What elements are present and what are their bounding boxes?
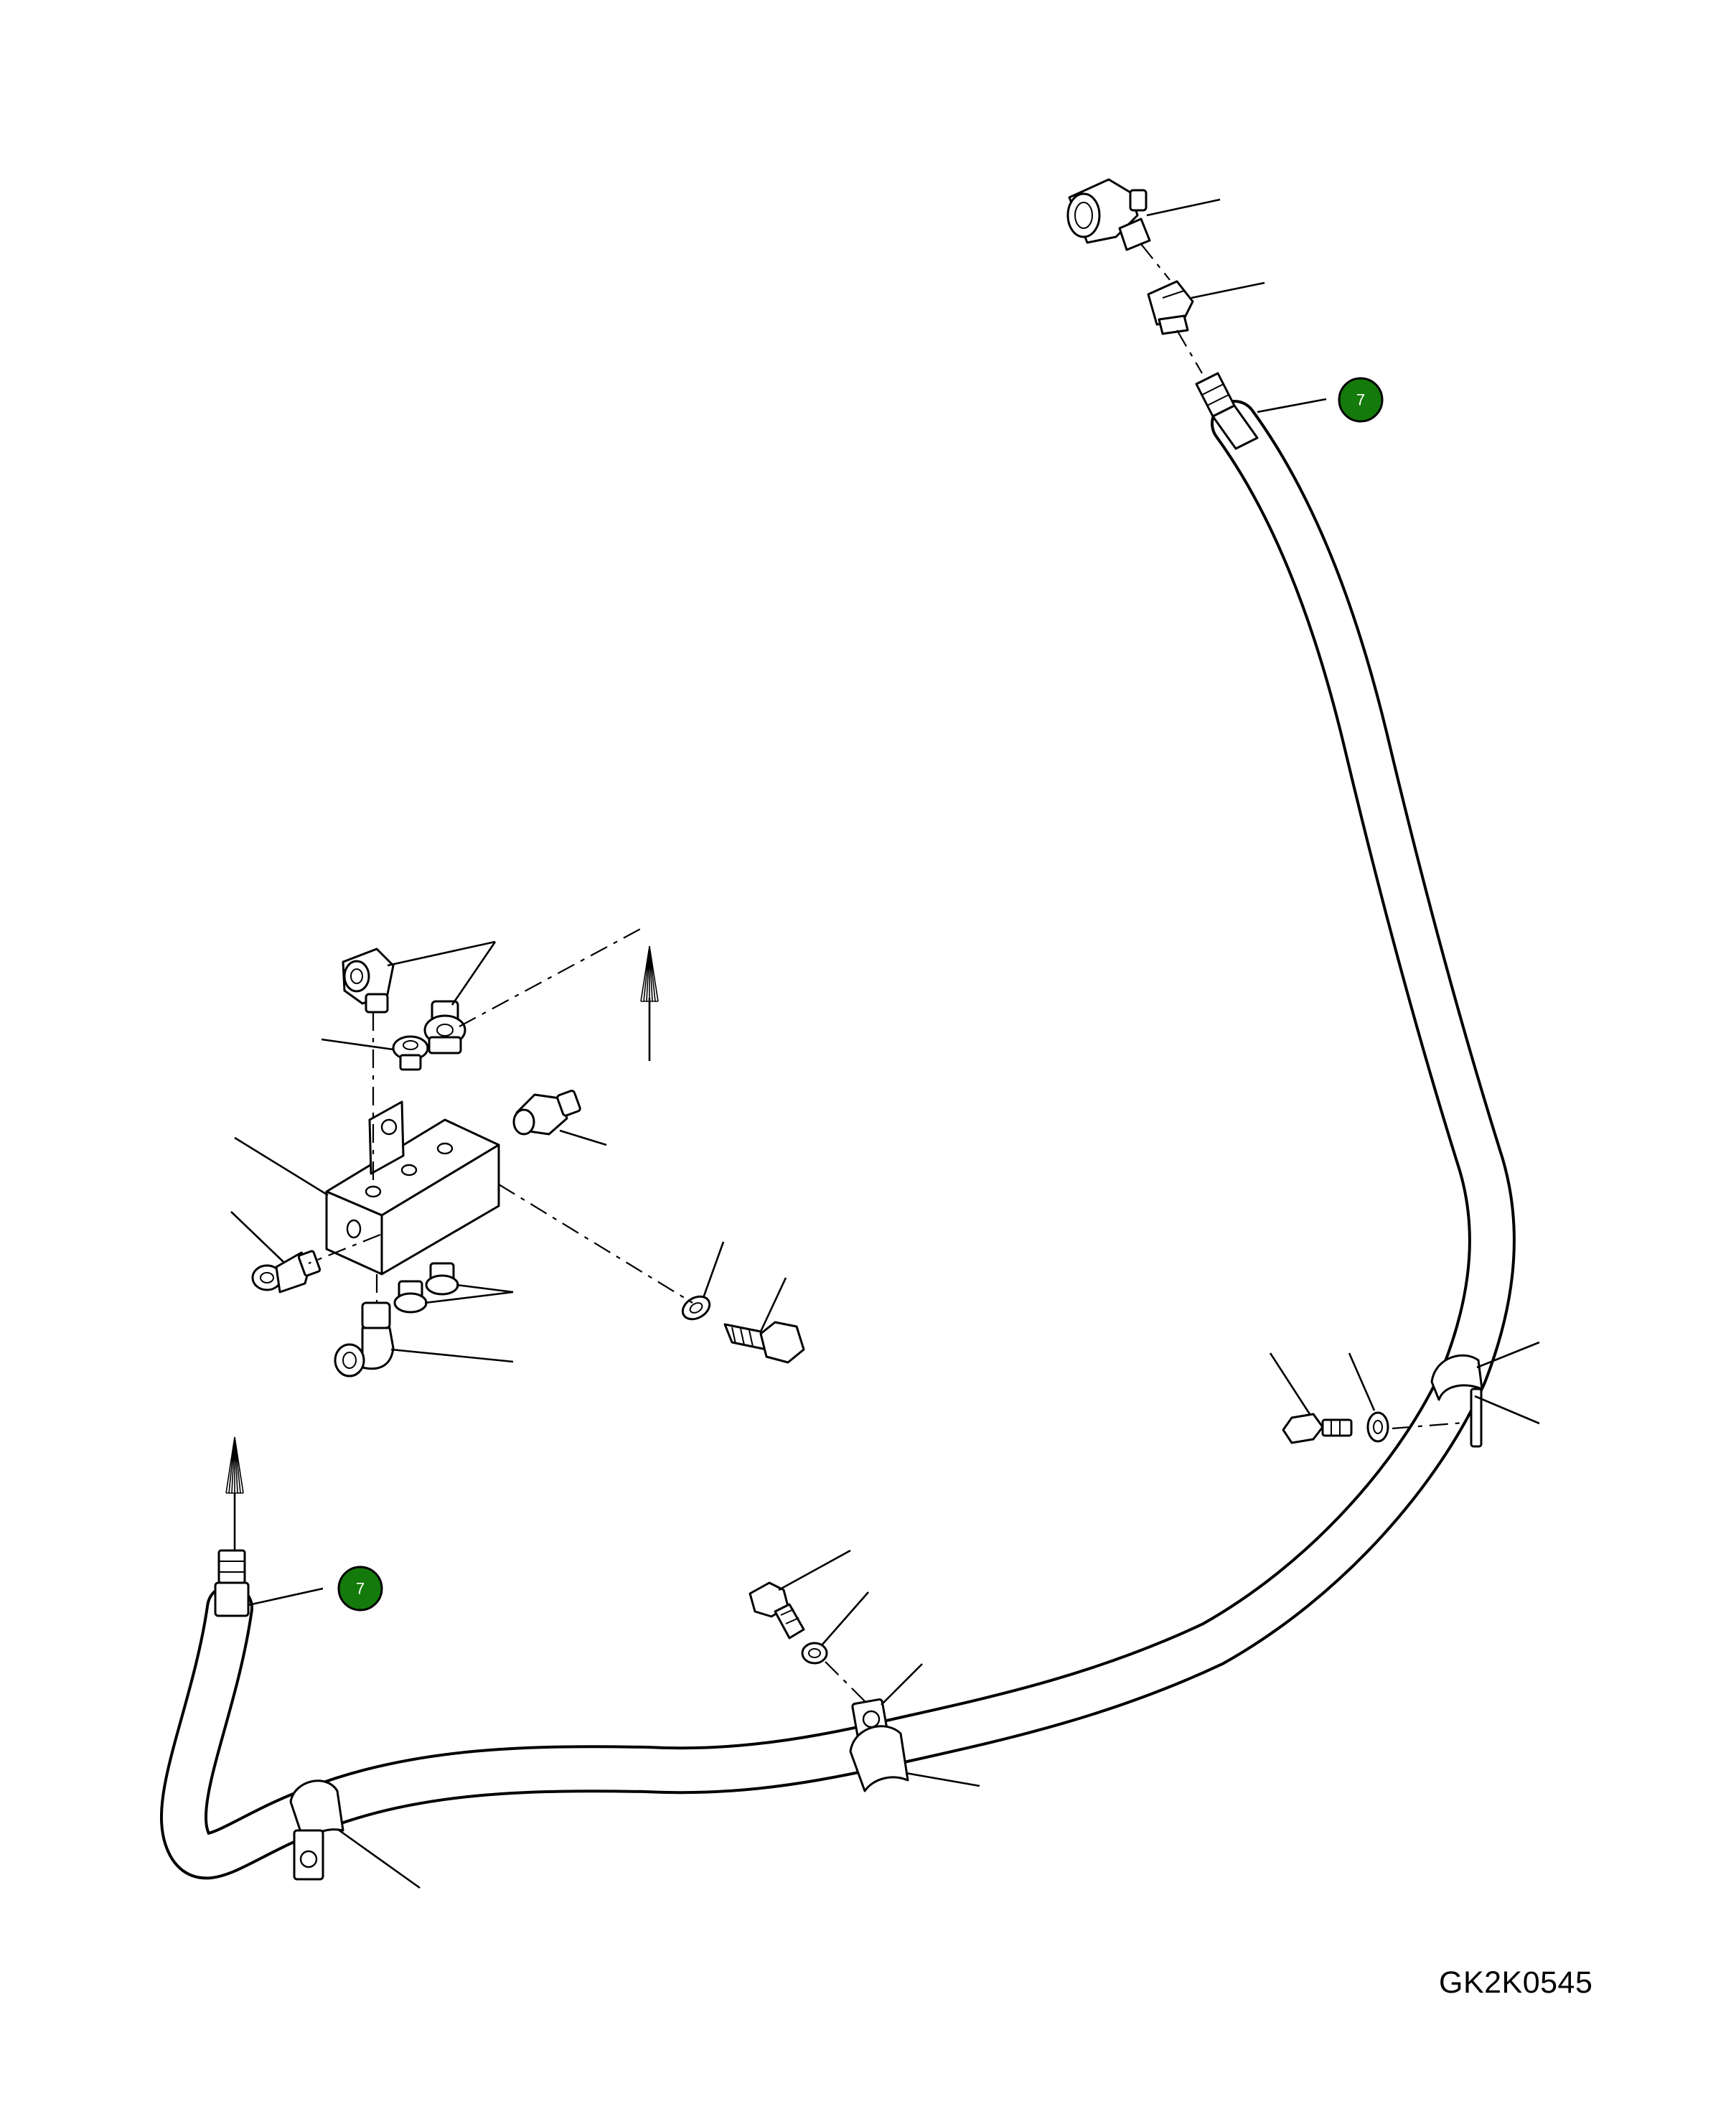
leader-callout-lower xyxy=(248,1587,324,1606)
callout-label-lower: 7 xyxy=(356,1580,365,1598)
manifold-adapter-top xyxy=(423,1000,466,1054)
manifold-block xyxy=(234,1100,500,1276)
flow-arrow-lower xyxy=(225,1436,244,1550)
right-clamp xyxy=(1430,1341,1540,1448)
leader-adapter xyxy=(1191,281,1265,299)
centerline-top-1 xyxy=(1140,243,1170,281)
leader-plugs-b xyxy=(456,1283,514,1294)
manifold-left-adapter xyxy=(230,1211,322,1294)
leader-manifold-washer xyxy=(702,1241,725,1299)
middle-clamp xyxy=(849,1663,980,1792)
leader-clamp-right-a xyxy=(1476,1341,1540,1369)
adapter-fitting xyxy=(1147,280,1265,335)
leader-middle-bolt xyxy=(778,1549,851,1591)
drawing-code: GK2K0545 xyxy=(1439,1965,1593,2000)
leader-plug-top xyxy=(321,1038,394,1051)
leader-elbow-bottom xyxy=(390,1348,514,1363)
centerline-manifold-bolt xyxy=(498,1184,693,1304)
leader-middle-washer xyxy=(821,1591,869,1646)
top-swivel-elbow xyxy=(1066,178,1221,251)
centerline-manifold-arrow xyxy=(459,925,647,1027)
middle-washer xyxy=(801,1591,869,1665)
manifold-washer xyxy=(681,1241,725,1321)
centerline-top-2 xyxy=(1176,329,1203,374)
right-washer xyxy=(1348,1352,1389,1443)
manifold-elbow-bottom xyxy=(334,1301,514,1377)
centerline-manifold-left xyxy=(308,1233,381,1265)
centerline-middle-bolt xyxy=(825,1661,865,1702)
manifold-bolt xyxy=(723,1277,805,1364)
leader-left-clamp xyxy=(337,1828,421,1889)
centerline-right-bolt xyxy=(1392,1421,1465,1430)
leader-right-washer xyxy=(1348,1352,1376,1411)
callout-label-upper: 7 xyxy=(1356,391,1365,409)
leader-manifold-block xyxy=(234,1136,329,1197)
leader-top-elbows-b xyxy=(451,941,497,1006)
leader-manifold-bolt xyxy=(759,1277,787,1332)
leader-top-elbows-a xyxy=(387,940,496,967)
leader-left-adapter xyxy=(230,1211,284,1263)
middle-bolt xyxy=(749,1549,851,1639)
leader-callout-upper xyxy=(1257,398,1327,413)
callout-badge-upper[interactable]: 7 xyxy=(1338,377,1384,423)
leader-side-adapter xyxy=(559,1129,607,1146)
manifold-elbow-top xyxy=(342,948,395,1014)
hose-assembly xyxy=(160,400,1516,1880)
leader-middle-clamp-b xyxy=(905,1772,980,1787)
leader-top-elbow xyxy=(1146,198,1221,217)
leader-clamp-right-b xyxy=(1474,1395,1540,1425)
callout-badge-lower[interactable]: 7 xyxy=(337,1566,383,1612)
left-clamp xyxy=(289,1779,421,1889)
upper-hose-fitting xyxy=(1195,372,1259,450)
hose-body xyxy=(163,403,1513,1877)
manifold-plug-top xyxy=(321,1035,429,1071)
leader-plugs-a xyxy=(424,1291,514,1304)
right-bolt xyxy=(1269,1352,1353,1444)
leader-right-bolt xyxy=(1269,1352,1311,1415)
manifold-plugs-bottom xyxy=(393,1262,514,1314)
lower-hose-fitting xyxy=(214,1549,250,1617)
flow-arrow-upper xyxy=(640,945,659,1061)
leader-middle-clamp-a xyxy=(881,1663,923,1706)
manifold-side-adapter xyxy=(512,1090,607,1146)
